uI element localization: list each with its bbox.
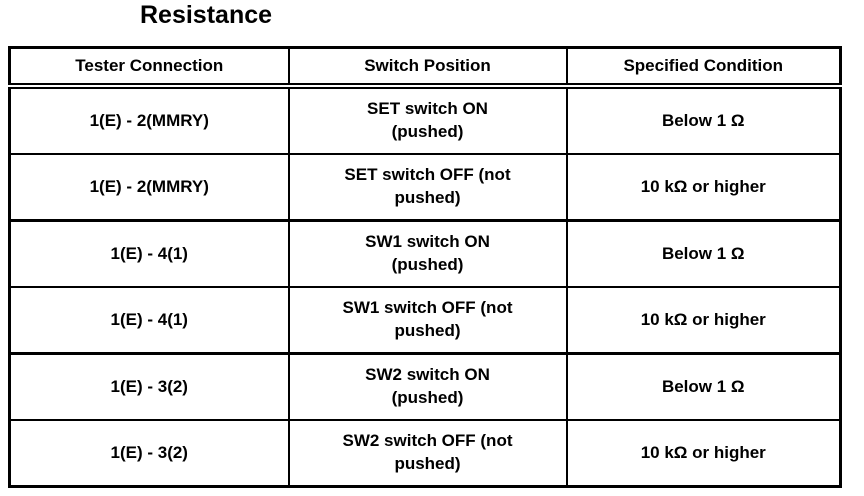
column-header-tester-connection: Tester Connection <box>8 47 290 89</box>
cell-tester-connection: 1(E) - 3(2) <box>8 419 290 487</box>
table-row: 1(E) - 3(2) SW2 switch OFF (not pushed) … <box>8 419 842 487</box>
table-row: 1(E) - 2(MMRY) SET switch ON (pushed) Be… <box>8 86 842 154</box>
cell-tester-connection: 1(E) - 4(1) <box>8 286 290 354</box>
cell-specified-condition: 10 kΩ or higher <box>565 286 842 354</box>
cell-specified-condition: 10 kΩ or higher <box>565 153 842 221</box>
table-header-row: Tester Connection Switch Position Specif… <box>8 47 842 89</box>
cell-switch-position: SW1 switch ON (pushed) <box>287 219 568 287</box>
cell-tester-connection: 1(E) - 2(MMRY) <box>8 86 290 154</box>
cell-tester-connection: 1(E) - 3(2) <box>8 352 290 420</box>
cell-switch-position: SET switch ON (pushed) <box>287 86 568 154</box>
cell-specified-condition: Below 1 Ω <box>565 352 842 420</box>
cell-specified-condition: Below 1 Ω <box>565 219 842 287</box>
cell-switch-position: SW2 switch ON (pushed) <box>287 352 568 420</box>
resistance-spec-table: Tester Connection Switch Position Specif… <box>8 46 842 488</box>
cell-switch-position: SET switch OFF (not pushed) <box>287 153 568 221</box>
cell-specified-condition: 10 kΩ or higher <box>565 419 842 487</box>
table-row: 1(E) - 4(1) SW1 switch OFF (not pushed) … <box>8 286 842 354</box>
cell-tester-connection: 1(E) - 2(MMRY) <box>8 153 290 221</box>
table-row: 1(E) - 3(2) SW2 switch ON (pushed) Below… <box>8 352 842 420</box>
table-row: 1(E) - 2(MMRY) SET switch OFF (not pushe… <box>8 153 842 221</box>
column-header-switch-position: Switch Position <box>287 47 568 89</box>
page-title: Resistance <box>140 1 273 29</box>
table-row: 1(E) - 4(1) SW1 switch ON (pushed) Below… <box>8 219 842 287</box>
column-header-specified-condition: Specified Condition <box>565 47 842 89</box>
cell-specified-condition: Below 1 Ω <box>565 86 842 154</box>
cell-switch-position: SW2 switch OFF (not pushed) <box>287 419 568 487</box>
cell-tester-connection: 1(E) - 4(1) <box>8 219 290 287</box>
cell-switch-position: SW1 switch OFF (not pushed) <box>287 286 568 354</box>
